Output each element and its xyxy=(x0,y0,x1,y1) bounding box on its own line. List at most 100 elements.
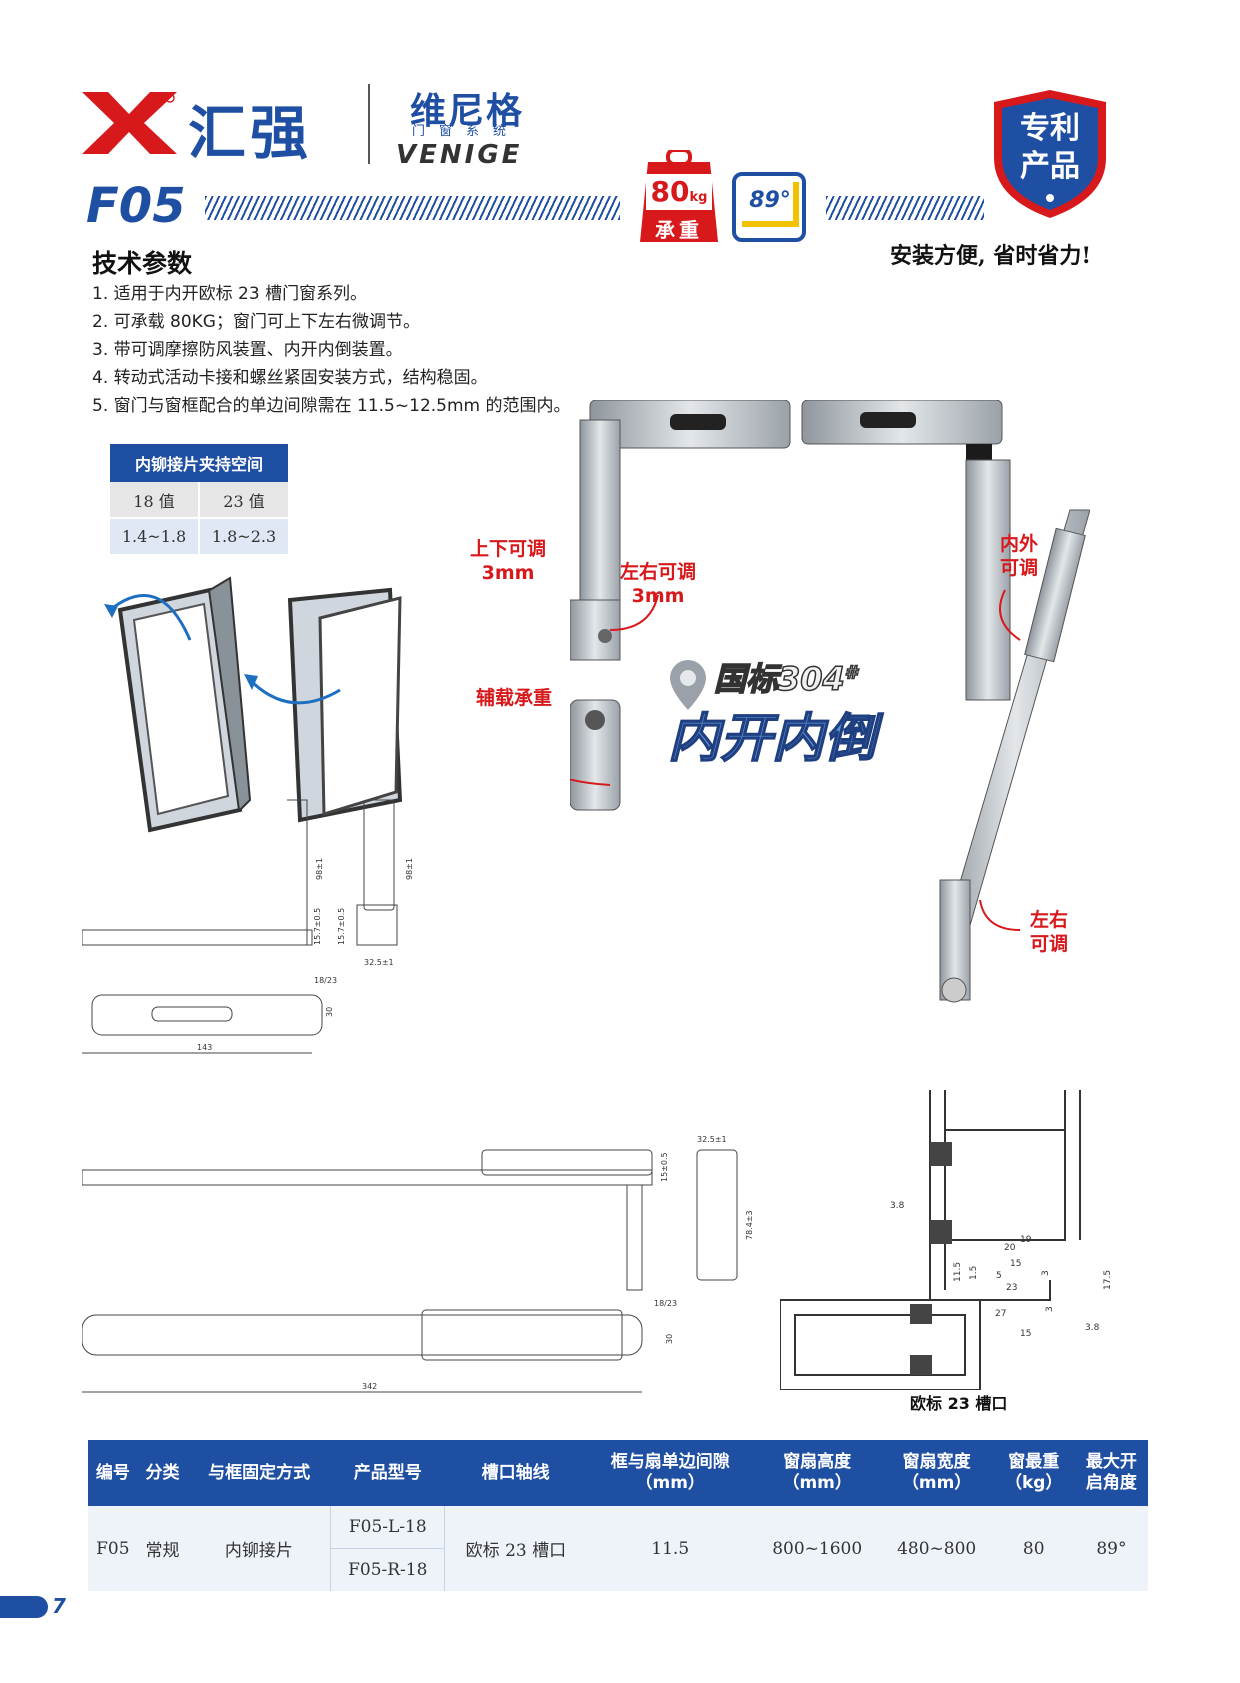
sub-brand-latin: VENIGE xyxy=(396,140,523,170)
section-dim: 20 xyxy=(1004,1243,1016,1253)
cell-model: F05-R-18 xyxy=(330,1548,445,1591)
callout-aux: 辅载承重 xyxy=(476,687,553,709)
callout-updown: 上下可调 3mm xyxy=(470,537,546,585)
callout-inout: 内外 可调 xyxy=(1000,532,1038,580)
load-value: 80 xyxy=(650,175,690,208)
section-dim: 3.8 xyxy=(890,1201,905,1211)
sub-brand-caption: 门窗系统 xyxy=(412,124,521,139)
load-badge: 80kg 承重 xyxy=(640,148,718,242)
section-dim: 1.5 xyxy=(969,1266,979,1280)
cell-gap: 11.5 xyxy=(586,1506,754,1591)
callout-leftright: 左右可调 3mm xyxy=(620,560,696,608)
load-label: 承重 xyxy=(655,218,703,242)
dim-label: 30 xyxy=(665,1334,674,1344)
table-header-row: 编号 分类 与框固定方式 产品型号 槽口轴线 框与扇单边间隙（mm） 窗扇高度（… xyxy=(88,1440,1148,1506)
callout-updown-label: 上下可调 xyxy=(470,538,547,560)
callout-leftright-label: 左右可调 xyxy=(620,561,697,583)
col-header: 产品型号 xyxy=(330,1440,445,1506)
col-header: 编号 xyxy=(88,1440,138,1506)
cell-axis: 欧标 23 槽口 xyxy=(444,1506,587,1591)
cell-angle: 89° xyxy=(1074,1506,1148,1591)
col-header: 窗扇高度（mm） xyxy=(753,1440,881,1506)
col-header: 槽口轴线 xyxy=(444,1440,587,1506)
section-caption: 欧标 23 槽口 xyxy=(910,1394,1008,1413)
section-dim: 23 xyxy=(1006,1283,1017,1293)
section-dim: 11.5 xyxy=(953,1262,963,1282)
col-header: 最大开启角度 xyxy=(1074,1440,1148,1506)
col-header: 与框固定方式 xyxy=(187,1440,331,1506)
title-hatch-left xyxy=(205,196,620,220)
col-header: 框与扇单边间隙（mm） xyxy=(586,1440,754,1506)
dim-label: 342 xyxy=(362,1382,377,1391)
angle-icon xyxy=(732,172,806,242)
mode-label: 内开内倒 xyxy=(667,708,877,770)
col-header: 分类 xyxy=(137,1440,188,1506)
spec-item: 2. 可承载 80KG；窗门可上下左右微调节。 xyxy=(92,312,420,332)
patent-badge: 专利 产品 xyxy=(990,88,1110,220)
clamp-header: 18 值 xyxy=(110,482,199,519)
callout-lr2: 左右 可调 xyxy=(1030,908,1068,956)
cell-height: 800~1600 xyxy=(753,1506,881,1591)
dim-label: 143 xyxy=(197,1043,212,1052)
spec-item: 5. 窗门与窗框配合的单边间隙需在 11.5~12.5mm 的范围内。 xyxy=(92,396,571,416)
angle-badge: 89° xyxy=(732,172,806,242)
cell-weight: 80 xyxy=(992,1506,1075,1591)
drawing-short: 98±1 98±1 15.7±0.5 15.7±0.5 32.5±1 18/23… xyxy=(82,799,414,1054)
clamp-value: 1.8~2.3 xyxy=(198,518,288,554)
casement-window-icon xyxy=(287,587,403,823)
callout-lr2-line1: 左右 xyxy=(1030,909,1069,931)
cell-fixing: 内铆接片 xyxy=(187,1506,331,1591)
location-pin-icon xyxy=(670,660,706,710)
dim-label: 15.7±0.5 xyxy=(313,908,322,945)
patent-line2: 产品 xyxy=(1020,149,1080,184)
shield-icon xyxy=(994,90,1106,218)
sub-brand-name: 维尼格 xyxy=(410,91,525,132)
tilt-window-icon xyxy=(117,576,252,833)
clamp-value: 1.4~1.8 xyxy=(110,518,199,554)
section-dim: 15 xyxy=(1010,1259,1021,1269)
cell-category: 常规 xyxy=(137,1506,188,1591)
window-illustration xyxy=(104,576,403,833)
clamp-header: 23 值 xyxy=(198,482,288,519)
cell-code: F05 xyxy=(88,1506,138,1591)
patent-line1: 专利 xyxy=(1020,111,1080,146)
callout-updown-value: 3mm xyxy=(481,562,535,584)
brand-name: 汇强 xyxy=(188,99,313,167)
section-dim: 3 xyxy=(1045,1306,1055,1312)
section-dim: 5 xyxy=(996,1271,1002,1281)
cell-model: F05-L-18 xyxy=(330,1506,445,1549)
section-dim: 17.5 xyxy=(1103,1270,1113,1290)
profile-section-drawing: 3.8 19 20 15 5 1.5 11.5 23 3 17.5 27 15 … xyxy=(780,1090,1113,1390)
callout-inout-line2: 可调 xyxy=(1000,557,1039,579)
dim-label: 78.4±3 xyxy=(745,1210,754,1240)
section-dim: 3 xyxy=(1041,1270,1051,1276)
slogan: 安装方便, 省时省力! xyxy=(890,243,1091,269)
dim-label: 15.7±0.5 xyxy=(337,908,346,945)
spec-heading: 技术参数 xyxy=(92,249,193,278)
page-number: 7 xyxy=(52,1594,66,1618)
section-dim: 15 xyxy=(1020,1329,1031,1339)
dim-label: 30 xyxy=(325,1007,334,1017)
callout-lr2-line2: 可调 xyxy=(1030,933,1069,955)
spec-item: 1. 适用于内开欧标 23 槽门窗系列。 xyxy=(92,284,368,304)
material-mark: # xyxy=(844,662,858,685)
model-title: F05 xyxy=(86,178,186,234)
cell-width: 480~800 xyxy=(880,1506,993,1591)
brand-divider xyxy=(368,84,370,164)
drawing-long: 32.5±1 15±0.5 78.4±3 18/23 30 342 xyxy=(82,1135,754,1393)
table-row: F05-R-18 xyxy=(88,1548,1148,1591)
spec-item: 3. 带可调摩擦防风装置、内开内倒装置。 xyxy=(92,340,403,360)
table-row: F05 常规 内铆接片 F05-L-18 欧标 23 槽口 11.5 800~1… xyxy=(88,1506,1148,1591)
spec-item: 4. 转动式活动卡接和螺丝紧固安装方式，结构稳固。 xyxy=(92,368,488,388)
clamp-space-table: 内铆接片夹持空间 18 值 23 值 1.4~1.8 1.8~2.3 xyxy=(110,444,288,554)
title-hatch-right xyxy=(826,196,984,220)
hinge-product-images xyxy=(570,400,1090,1003)
dim-label: 18/23 xyxy=(314,976,337,985)
dim-label: 18/23 xyxy=(654,1299,677,1308)
section-dim: 3.8 xyxy=(1085,1323,1100,1333)
load-unit: kg xyxy=(689,190,708,205)
material-label: 国标304 xyxy=(713,659,845,699)
product-spec-table: 编号 分类 与框固定方式 产品型号 槽口轴线 框与扇单边间隙（mm） 窗扇高度（… xyxy=(88,1440,1148,1591)
dim-label: 98±1 xyxy=(405,858,414,880)
clamp-table-title: 内铆接片夹持空间 xyxy=(110,444,288,482)
